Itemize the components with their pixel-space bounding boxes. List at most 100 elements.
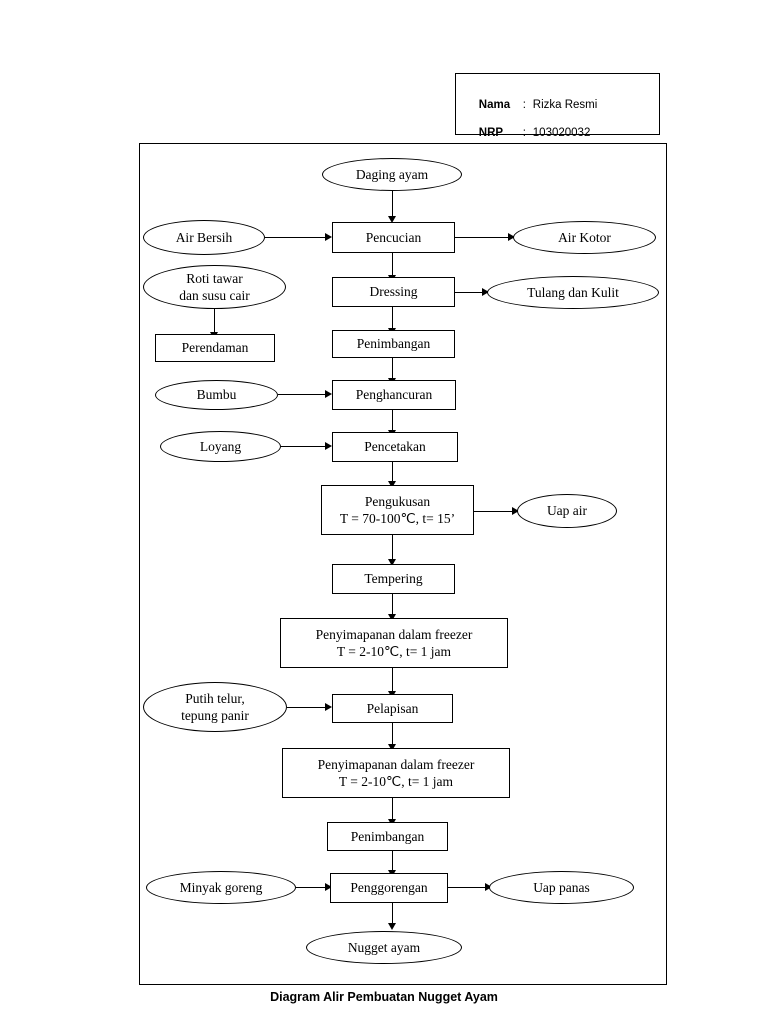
node-label-line1: Roti tawar [186,270,243,286]
node-label: Daging ayam [355,166,429,182]
arrowhead-pencucian-airkotor [508,233,515,241]
connector-penggorengan-uappanas [448,887,490,888]
arrowhead-daging-pencucian [388,216,396,223]
node-label-line2: tepung panir [181,708,249,723]
node-tulang-dan-kulit[interactable]: Tulang dan Kulit [487,276,659,309]
node-label-line1: Pengukusan [364,493,431,509]
connector-penghancuran-pencetakan [392,410,393,432]
arrowhead-putihtelur-pelapisan [325,703,332,711]
node-label: Minyak goreng [179,879,263,895]
node-penyimpanan-freezer-2[interactable]: Penyimapanan dalam freezer T = 2-10℃, t=… [282,748,510,798]
node-label: Bumbu [196,387,237,403]
node-uap-panas[interactable]: Uap panas [489,871,634,904]
connector-freezer2-penimbangan2 [392,798,393,822]
node-daging-ayam[interactable]: Daging ayam [322,158,462,191]
node-label-line1: Penyimapanan dalam freezer [317,756,475,772]
node-label: Pencucian [365,229,422,245]
arrowhead-airbersih-pencucian [325,233,332,241]
connector-loyang-pencetakan [281,446,328,447]
node-penghancuran[interactable]: Penghancuran [332,380,456,410]
connector-pencetakan-pengukusan [392,462,393,485]
node-label: Penimbangan [350,828,425,844]
node-label: Penghancuran [355,387,433,403]
node-penimbangan-2[interactable]: Penimbangan [327,822,448,851]
node-air-bersih[interactable]: Air Bersih [143,220,265,255]
connector-putihtelur-pelapisan [287,707,328,708]
node-label: Air Bersih [175,229,233,245]
connector-daging-pencucian [392,191,393,218]
connector-pelapisan-freezer2 [392,723,393,747]
node-minyak-goreng[interactable]: Minyak goreng [146,871,296,904]
node-label: Perendaman [181,340,249,356]
connector-bumbu-penghancuran [278,394,328,395]
connector-dressing-penimbangan [392,307,393,330]
node-label-line1: Penyimapanan dalam freezer [315,626,473,642]
arrowhead-bumbu-penghancuran [325,390,332,398]
connector-penggorengan-nugget [392,903,393,926]
node-label: Uap panas [533,879,590,895]
node-pengukusan[interactable]: Pengukusan T = 70-100℃, t= 15’ [321,485,474,535]
node-dressing[interactable]: Dressing [332,277,455,307]
node-label: Tempering [364,571,423,587]
node-label: Loyang [199,438,242,454]
node-label-line2: dan susu cair [179,288,250,303]
node-label: Air Kotor [558,229,611,245]
identity-name-value: Rizka Resmi [532,99,598,111]
arrowhead-dressing-tulang [482,288,489,296]
node-putih-telur-tepung-panir[interactable]: Putih telur, tepung panir [143,682,287,732]
arrowhead-pengukusan-tempering [388,559,396,566]
figure-caption: Diagram Alir Pembuatan Nugget Ayam [270,990,498,1004]
node-perendaman[interactable]: Perendaman [155,334,275,362]
node-uap-air[interactable]: Uap air [517,494,617,528]
connector-pengukusan-tempering [392,535,393,562]
node-label-line1: Putih telur, [185,690,245,706]
node-penimbangan-1[interactable]: Penimbangan [332,330,455,358]
node-tempering[interactable]: Tempering [332,564,455,594]
connector-pencucian-airkotor [455,237,513,238]
connector-minyak-penggorengan [296,887,328,888]
arrowhead-pengukusan-uapair [512,507,519,515]
arrowhead-tempering-freezer1 [388,614,396,621]
node-pencetakan[interactable]: Pencetakan [332,432,458,462]
arrowhead-pelapisan-freezer2 [388,744,396,751]
node-pencucian[interactable]: Pencucian [332,222,455,253]
node-label-line2: T = 2-10℃, t= 1 jam [336,644,452,659]
node-bumbu[interactable]: Bumbu [155,380,278,410]
connector-penimbangan-penghancuran [392,358,393,380]
node-label-line2: T = 2-10℃, t= 1 jam [338,774,454,789]
identity-nrp-row: NRP:103020032 [466,115,591,151]
connector-freezer1-pelapisan [392,668,393,694]
node-nugget-ayam[interactable]: Nugget ayam [306,931,462,964]
connector-dressing-tulang [455,292,487,293]
node-label: Dressing [369,284,418,300]
connector-airbersih-pencucian [265,237,327,238]
node-label: Pelapisan [366,700,419,716]
node-label: Penggorengan [350,880,428,896]
arrowhead-minyak-penggorengan [325,883,332,891]
node-roti-tawar-susu-cair[interactable]: Roti tawar dan susu cair [143,265,286,309]
node-air-kotor[interactable]: Air Kotor [513,221,656,254]
identity-name-row: Nama: Rizka Resmi [466,87,598,123]
node-label-line2: T = 70-100℃, t= 15’ [339,511,456,526]
connector-roti-perendaman [214,309,215,334]
flowchart-frame [139,143,667,985]
node-label: Penimbangan [356,336,431,352]
identity-name-colon: : [522,99,526,111]
arrowhead-penggorengan-nugget [388,923,396,930]
connector-penimbangan2-penggorengan [392,850,393,872]
node-penggorengan[interactable]: Penggorengan [330,873,448,903]
node-pelapisan[interactable]: Pelapisan [332,694,453,723]
node-label: Uap air [546,503,588,519]
arrowhead-penggorengan-uappanas [485,883,492,891]
node-label: Nugget ayam [347,939,421,955]
node-label: Tulang dan Kulit [527,284,619,300]
arrowhead-loyang-pencetakan [325,442,332,450]
identity-name-label: Nama [478,99,511,111]
node-loyang[interactable]: Loyang [160,431,281,462]
connector-tempering-freezer1 [392,594,393,616]
identity-box: Nama:Rizka Resmi NRP:103020032 [455,73,660,139]
node-penyimpanan-freezer-1[interactable]: Penyimapanan dalam freezer T = 2-10℃, t=… [280,618,508,668]
identity-nrp-colon: : [522,127,526,139]
node-label: Pencetakan [364,439,426,455]
connector-pengukusan-uapair [474,511,517,512]
